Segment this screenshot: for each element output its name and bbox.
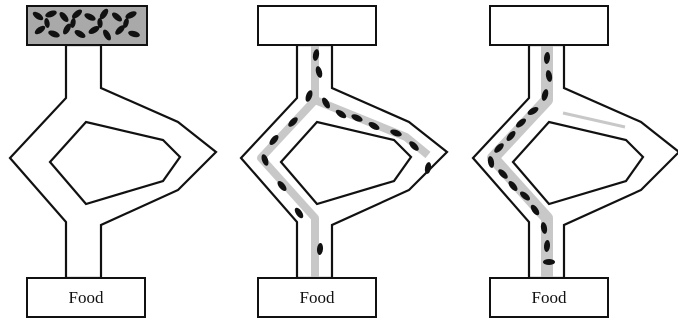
pheromone-trail-right-3 <box>562 111 626 129</box>
panel-1: Food <box>8 5 218 318</box>
maze-2 <box>239 43 449 280</box>
pheromone-trail-left-2 <box>257 97 319 278</box>
nest-box-2 <box>257 5 377 46</box>
food-box-1: Food <box>26 277 146 318</box>
nest-box-1 <box>26 5 148 46</box>
food-label-1: Food <box>69 288 104 307</box>
nest-box-3 <box>489 5 609 46</box>
food-box-3: Food <box>489 277 609 318</box>
trail-ants-3 <box>487 52 555 265</box>
food-label-2: Food <box>300 288 335 307</box>
panel-2: Food <box>239 5 449 318</box>
maze-1 <box>8 43 218 280</box>
panel-3: Food <box>471 5 678 318</box>
nest-ants-1 <box>32 8 140 41</box>
trail-ants-2 <box>261 49 432 255</box>
food-label-3: Food <box>532 288 567 307</box>
pheromone-trail-left-3 <box>487 45 553 278</box>
maze-3 <box>471 43 678 280</box>
food-box-2: Food <box>257 277 377 318</box>
